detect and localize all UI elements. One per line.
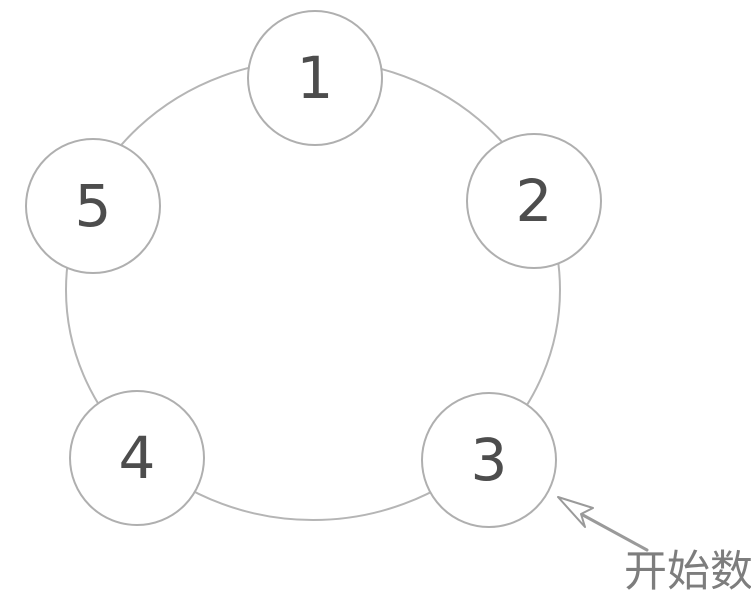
circle-node-2: 2 (466, 133, 602, 269)
circle-node-3: 3 (421, 392, 557, 528)
node-1-label: 1 (296, 44, 334, 112)
start-counting-annotation: 开始数 (624, 547, 751, 597)
node-3-label: 3 (470, 426, 508, 494)
arrow-head-icon (557, 496, 594, 528)
node-2-label: 2 (515, 167, 553, 235)
circle-node-1: 1 (247, 10, 383, 146)
node-5-label: 5 (74, 172, 112, 240)
node-4-label: 4 (118, 424, 156, 492)
arrow-shaft (579, 512, 649, 552)
circle-node-4: 4 (69, 390, 205, 526)
circle-node-5: 5 (25, 138, 161, 274)
